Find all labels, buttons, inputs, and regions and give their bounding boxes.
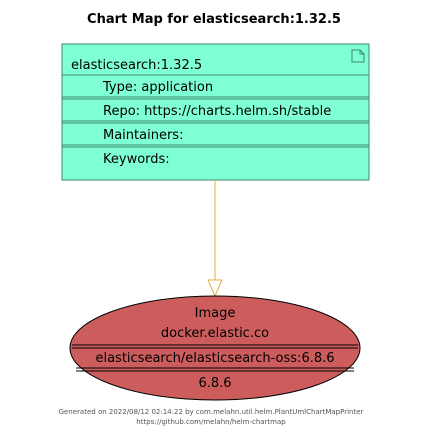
dependency-arrow [207, 180, 223, 298]
document-icon [351, 49, 365, 63]
container-image-node: Image docker.elastic.co elasticsearch/el… [69, 295, 361, 401]
package-repo-row [61, 98, 370, 122]
footer-link[interactable]: https://github.com/melahn/helm-chartmap [136, 418, 286, 426]
package-maintainers: Maintainers: [103, 128, 183, 143]
image-header: Image [195, 306, 236, 321]
diagram-title: Chart Map for elasticsearch:1.32.5 [87, 12, 341, 27]
package-type: Type: application [102, 80, 213, 95]
image-tag: 6.8.6 [198, 376, 231, 391]
package-name: elasticsearch:1.32.5 [71, 58, 202, 73]
footer-generated: Generated on 2022/08/12 02:14:22 by com.… [59, 408, 364, 416]
package-type-row [61, 74, 370, 98]
arrow-head [207, 279, 223, 298]
package-keywords-row [61, 146, 370, 181]
chart-package-box: elasticsearch:1.32.5 Type: application R… [61, 43, 370, 181]
package-keywords: Keywords: [103, 152, 170, 167]
image-registry: docker.elastic.co [161, 326, 269, 341]
package-repo: Repo: https://charts.helm.sh/stable [103, 104, 331, 119]
image-repository: elasticsearch/elasticsearch-oss:6.8.6 [95, 351, 334, 366]
package-maintainers-row [61, 122, 370, 146]
